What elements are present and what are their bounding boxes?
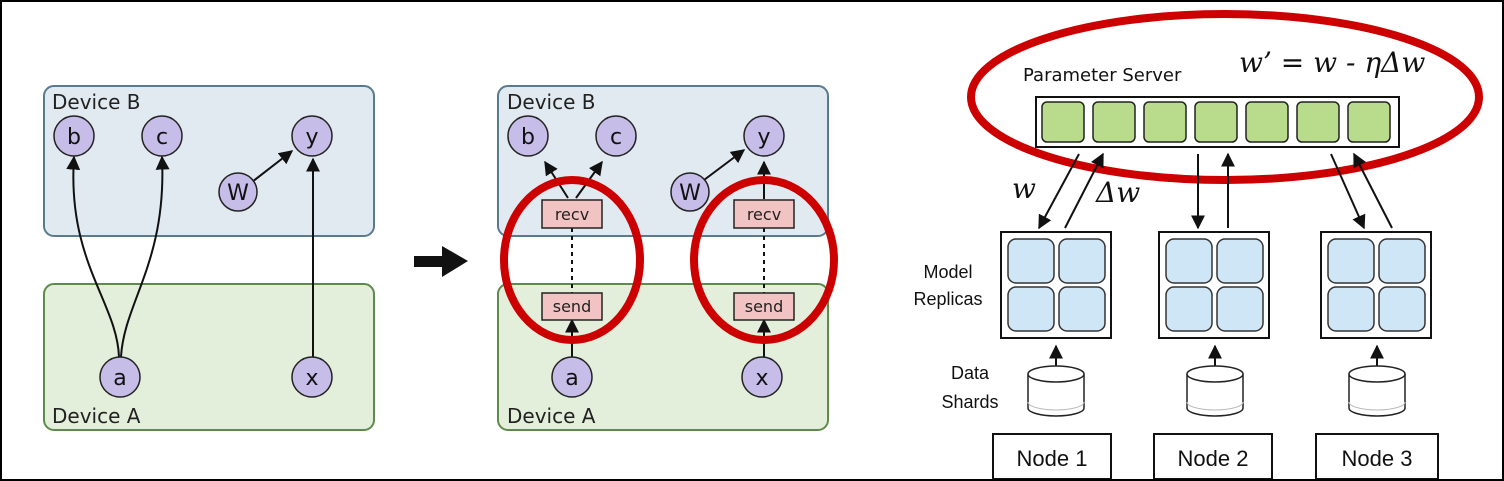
data-shards-label-line2: Shards xyxy=(941,392,998,412)
mid-device-b-label: Device B xyxy=(507,90,595,114)
highlight-circle-left xyxy=(500,176,644,344)
transform-arrow xyxy=(414,246,468,277)
delta-w-label: Δw xyxy=(1095,176,1140,209)
node-c: c xyxy=(141,115,183,157)
node-3-label: Node 3 xyxy=(1342,446,1413,471)
mid-node-w-label: W xyxy=(679,181,701,206)
send-op-right: send xyxy=(733,292,795,321)
update-equation: w’ = w - ηΔw xyxy=(1239,46,1425,79)
arrow-dw-up-node3 xyxy=(1353,152,1393,229)
w-label: w xyxy=(1012,172,1036,205)
mid-node-b-label: b xyxy=(521,125,535,150)
recv-label-right: recv xyxy=(747,205,781,224)
node-a-label: a xyxy=(113,366,126,391)
mid-node-a: a xyxy=(551,356,593,398)
mid-node-y-label: y xyxy=(757,125,770,150)
recv-op-right: recv xyxy=(733,199,795,229)
arrow-dw-up-node1 xyxy=(1064,152,1104,229)
left-device-b-label: Device B xyxy=(52,90,140,114)
node-w-label: W xyxy=(227,181,249,206)
edge-a-to-b xyxy=(66,155,120,358)
parameter-cell xyxy=(1245,101,1289,143)
node-b-label: b xyxy=(67,125,81,150)
arrow-w-down-node3 xyxy=(1330,153,1366,230)
recv-label-left: recv xyxy=(555,205,589,224)
parameter-cell xyxy=(1041,101,1085,143)
node-box-1: Node 1 xyxy=(992,433,1112,479)
send-label-left: send xyxy=(553,297,591,316)
mid-node-x: x xyxy=(741,356,783,398)
left-device-a-label: Device A xyxy=(52,404,141,428)
edge-a-to-c xyxy=(120,155,170,358)
parameter-cell xyxy=(1092,101,1136,143)
highlight-ellipse-parameter-server xyxy=(967,10,1483,184)
node-box-2: Node 2 xyxy=(1153,433,1273,479)
mid-node-b: b xyxy=(507,115,549,157)
node-2-label: Node 2 xyxy=(1178,446,1249,471)
recv-op-left: recv xyxy=(541,199,603,229)
edge-w-to-y xyxy=(251,150,294,183)
send-op-left: send xyxy=(541,292,603,321)
node-b: b xyxy=(53,115,95,157)
data-shard-2 xyxy=(1186,365,1244,417)
mid-node-y: y xyxy=(743,115,785,157)
parameter-cell xyxy=(1296,101,1340,143)
node-y-label: y xyxy=(305,125,318,150)
mid-node-a-label: a xyxy=(565,366,578,391)
model-replica-3 xyxy=(1320,231,1432,339)
node-x: x xyxy=(291,356,333,398)
model-replica-2 xyxy=(1158,231,1270,339)
parameter-cell xyxy=(1347,101,1391,143)
edge-w-to-y-mid xyxy=(703,149,746,181)
node-box-3: Node 3 xyxy=(1315,433,1439,479)
model-replicas-label-line2: Replicas xyxy=(913,289,982,309)
node-c-label: c xyxy=(156,125,168,150)
mid-node-w: W xyxy=(670,172,710,212)
mid-node-c: c xyxy=(595,115,637,157)
data-shard-1 xyxy=(1027,365,1085,417)
data-shard-3 xyxy=(1348,365,1406,417)
highlight-circle-right xyxy=(690,176,838,344)
parameter-server-diagram: Parameter Server w’ = w - ηΔw w Δw Model… xyxy=(913,10,1483,479)
node-y: y xyxy=(291,115,333,157)
parameter-server-label: Parameter Server xyxy=(1023,65,1182,86)
parameter-cell xyxy=(1194,101,1238,143)
node-a: a xyxy=(99,356,141,398)
left-graph: Device B Device A b c y W a xyxy=(43,85,375,431)
parameter-cell xyxy=(1143,101,1187,143)
node-w: W xyxy=(218,172,258,212)
data-shards-label-line1: Data xyxy=(951,363,990,383)
mid-node-c-label: c xyxy=(610,125,622,150)
model-replica-1 xyxy=(1000,231,1112,339)
node-x-label: x xyxy=(305,366,318,391)
node-1-label: Node 1 xyxy=(1017,446,1088,471)
parameter-cells xyxy=(1041,101,1391,143)
mid-device-a-label: Device A xyxy=(507,404,596,428)
left-device-b-box xyxy=(43,85,375,237)
mid-node-x-label: x xyxy=(755,366,768,391)
arrow-w-down-node1 xyxy=(1038,153,1080,230)
middle-graph: Device B Device A recv recv send send xyxy=(497,85,838,431)
send-label-right: send xyxy=(745,297,783,316)
mid-device-b-box xyxy=(497,85,829,237)
model-replicas-label-line1: Model xyxy=(923,262,972,282)
